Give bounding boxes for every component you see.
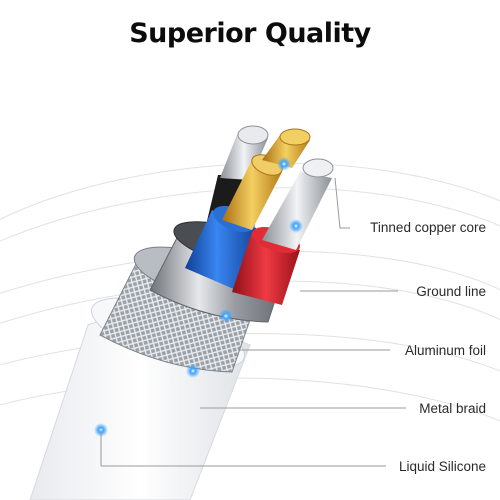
- label-tinned-copper-core: Tinned copper core: [370, 220, 486, 235]
- marker-dot-core: [277, 157, 291, 171]
- marker-dot-foil: [219, 309, 233, 323]
- label-metal-braid: Metal braid: [419, 401, 486, 416]
- marker-dots: [94, 157, 303, 437]
- page-title: Superior Quality: [129, 18, 371, 49]
- blue-wire: [185, 154, 283, 290]
- label-liquid-silicone: Liquid Silicone: [398, 459, 486, 474]
- label-aluminum-foil: Aluminum foil: [404, 343, 486, 358]
- leader-lines: [100, 177, 406, 467]
- gold-core-top: [262, 128, 311, 168]
- marker-dot-braid: [186, 364, 200, 378]
- red-wire: [232, 158, 334, 305]
- label-ground-line: Ground line: [416, 284, 486, 299]
- marker-dot-core-2: [289, 219, 303, 233]
- leader-line-core: [334, 177, 350, 229]
